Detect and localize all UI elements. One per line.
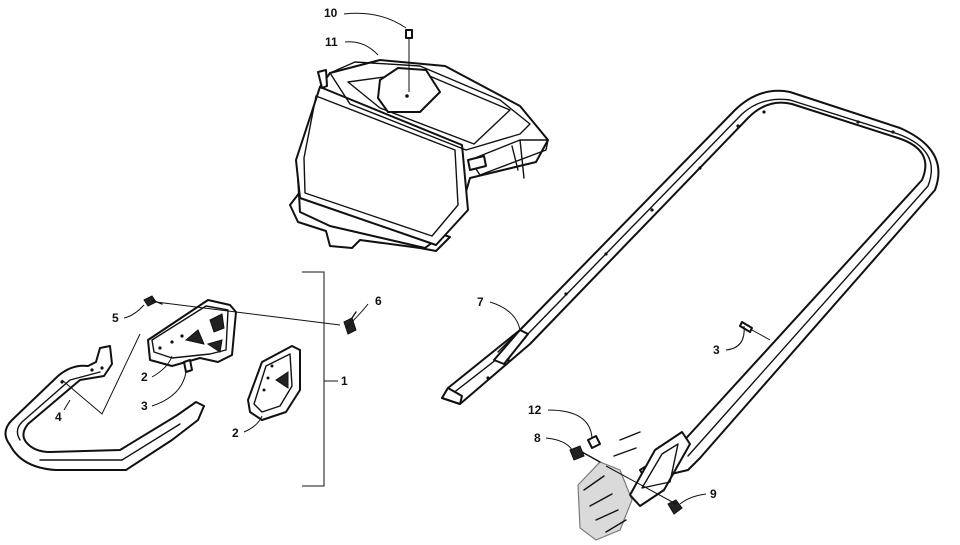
bolt-part-5	[143, 295, 163, 307]
screw-part-10	[405, 29, 413, 92]
nut-part-9	[667, 499, 683, 515]
leader-lines	[61, 12, 771, 505]
callout-5: 5	[112, 311, 119, 325]
callout-12: 12	[528, 403, 542, 417]
callout-8: 8	[534, 431, 541, 445]
callout-6: 6	[375, 294, 382, 308]
storage-bag-part	[289, 59, 549, 252]
front-grille-part	[4, 345, 205, 471]
screw-part-12	[587, 435, 601, 449]
callout-11: 11	[325, 35, 338, 49]
group-bracket-1	[302, 271, 325, 487]
callout-3-right: 3	[713, 343, 720, 357]
callout-10: 10	[324, 6, 338, 20]
callout-2-upper: 2	[141, 370, 148, 384]
callout-3-left: 3	[141, 399, 148, 413]
callout-2-lower: 2	[232, 426, 239, 440]
callout-1: 1	[341, 374, 348, 388]
callout-labels: 10 11 5 6 2 3 1 4 2 7 3 12 8 9	[55, 6, 720, 501]
screw-part-3-left	[183, 359, 193, 373]
callout-7: 7	[477, 295, 484, 309]
bolt-part-8	[569, 445, 601, 463]
callout-9: 9	[710, 487, 717, 501]
bumper-frame-part	[441, 89, 940, 541]
bracket-upper-part	[147, 299, 237, 367]
clip-part-6	[343, 311, 357, 335]
bracket-lower-part	[247, 345, 301, 421]
callout-4: 4	[55, 410, 62, 424]
rivet-part-3-right	[739, 321, 753, 333]
